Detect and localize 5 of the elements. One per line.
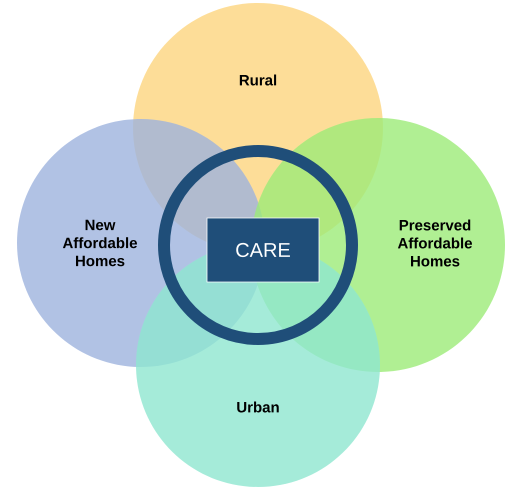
circle-label: Rural (240, 74, 276, 86)
circle-label: New Affordable Homes (62, 220, 137, 266)
circle-label: Preserved Affordable Homes (398, 220, 472, 266)
title-box: CARE (206, 218, 320, 282)
circle-label: Urban (237, 402, 279, 412)
